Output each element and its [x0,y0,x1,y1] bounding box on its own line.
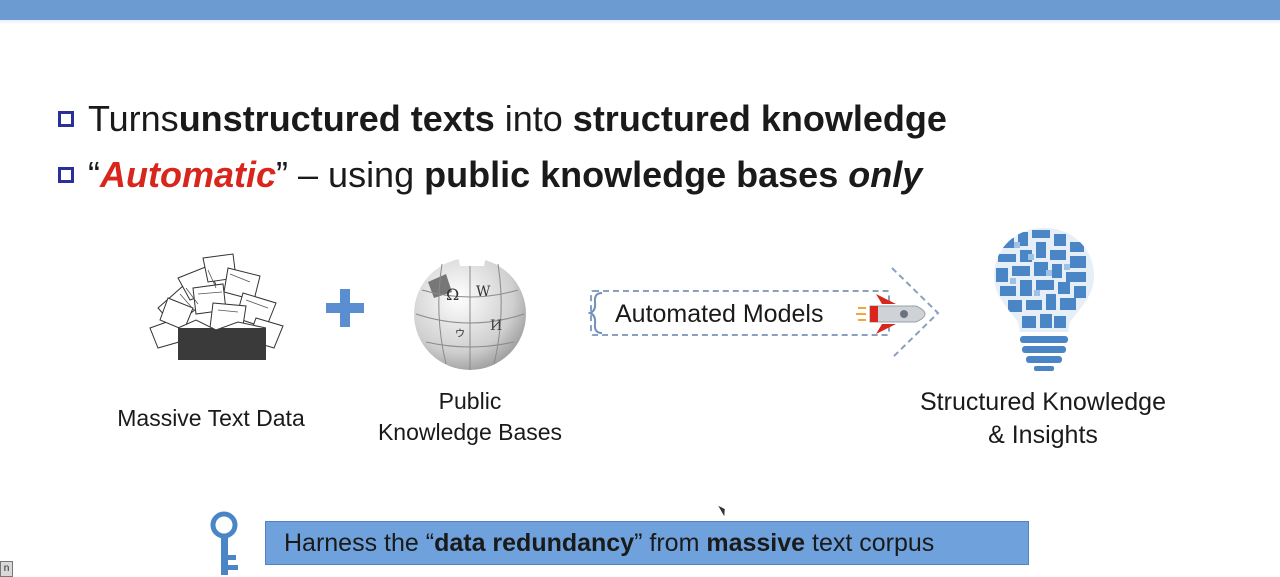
svg-text:W: W [476,284,491,300]
bullet2-only: only [848,154,923,195]
banner-text-a: Harness the “ [284,529,435,557]
bullet-line-1: Turns unstructured texts into structured… [58,98,947,140]
slide-top-bar [0,0,1280,20]
svg-text:Ω: Ω [446,285,459,304]
banner-text-d: massive [706,529,806,557]
rocket-icon [856,294,926,334]
checkbox-bullet-icon [58,111,74,127]
bullet1-text-a: Turns [88,98,179,139]
dashed-arrow-head-icon [891,267,940,359]
corner-tab[interactable]: n [0,561,13,577]
bullet2-quote-open: “ [88,154,100,195]
structured-knowledge-line1: Structured Knowledge [920,388,1166,416]
mouse-cursor-icon [718,503,728,517]
bullet2-automatic: Automatic [100,154,277,195]
plus-icon [326,289,364,327]
bullet1-text-b: unstructured texts [178,98,495,139]
wikipedia-globe-icon: Ω W И ゥ [414,256,526,370]
lightbulb-icon [994,228,1094,371]
top-bar-shadow [0,20,1280,24]
takeaway-banner-text: Harness the “data redundancy” from massi… [284,529,934,558]
public-kb-label-line1: Public [438,388,502,414]
bullet1-text-c: into [494,98,573,139]
bullet2-quote-close: ” [276,154,289,195]
banner-text-c: ” from [634,529,707,557]
key-icon [210,511,238,575]
checkbox-bullet-icon [58,167,74,183]
banner-text-e: text corpus [805,529,935,557]
massive-text-data-label: Massive Text Data [117,405,305,431]
automated-models-label: Automated Models [615,300,824,328]
bullet-line-2: “ Automatic ” – using public knowledge b… [58,154,922,196]
structured-knowledge-label: Structured Knowledge & Insights [895,386,1191,452]
brace-icon [588,292,603,334]
structured-knowledge-line2: & Insights [988,421,1098,449]
svg-text:ゥ: ゥ [454,325,466,339]
takeaway-banner [265,521,1029,565]
paper-pile-icon [149,253,284,360]
public-kb-label-line2: Knowledge Bases [377,419,563,445]
public-kb-label: Public Knowledge Bases [360,386,580,448]
bullet2-bold: public knowledge bases [424,154,849,195]
bullet1-text-d: structured knowledge [572,98,947,139]
bullet2-dash: – using [288,154,425,195]
svg-text:И: И [490,318,502,334]
banner-text-b: data redundancy [434,529,635,557]
